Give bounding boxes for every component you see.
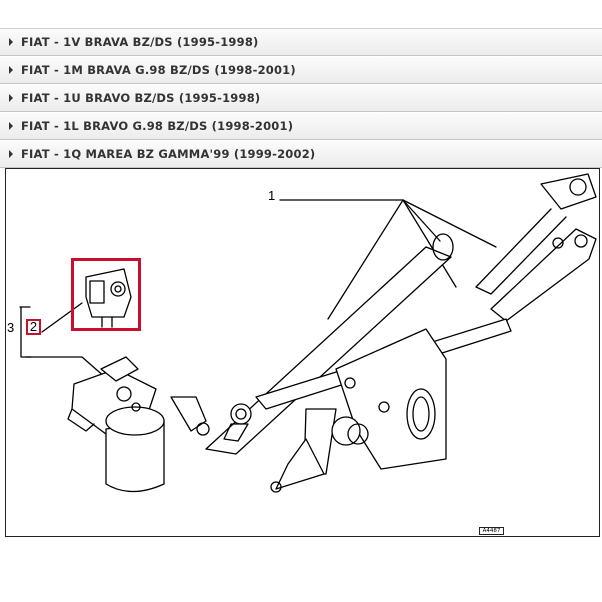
model-label: FIAT - 1Q MAREA BZ GAMMA'99 (1999-2002) — [21, 147, 316, 161]
callout-1: 1 — [268, 188, 276, 203]
model-row-1m-brava[interactable]: FIAT - 1M BRAVA G.98 BZ/DS (1998-2001) — [0, 56, 602, 84]
model-row-1v-brava[interactable]: FIAT - 1V BRAVA BZ/DS (1995-1998) — [0, 28, 602, 56]
parts-diagram: 1 3 2 A4487 — [5, 168, 600, 537]
callout-3: 3 — [7, 320, 15, 335]
expand-arrow-icon — [9, 122, 13, 130]
callout-2-badge[interactable]: 2 — [26, 319, 41, 335]
highlight-box-part-2[interactable] — [71, 258, 141, 331]
model-label: FIAT - 1V BRAVA BZ/DS (1995-1998) — [21, 35, 259, 49]
reference-code: A4487 — [479, 527, 504, 535]
model-label: FIAT - 1U BRAVO BZ/DS (1995-1998) — [21, 91, 261, 105]
expand-arrow-icon — [9, 38, 13, 46]
expand-arrow-icon — [9, 94, 13, 102]
model-row-1l-bravo[interactable]: FIAT - 1L BRAVO G.98 BZ/DS (1998-2001) — [0, 112, 602, 140]
model-label: FIAT - 1L BRAVO G.98 BZ/DS (1998-2001) — [21, 119, 294, 133]
expand-arrow-icon — [9, 150, 13, 158]
model-row-1u-bravo[interactable]: FIAT - 1U BRAVO BZ/DS (1995-1998) — [0, 84, 602, 112]
wiper-linkage-drawing — [19, 173, 597, 493]
expand-arrow-icon — [9, 66, 13, 74]
model-list: FIAT - 1V BRAVA BZ/DS (1995-1998) FIAT -… — [0, 28, 602, 168]
model-row-1q-marea[interactable]: FIAT - 1Q MAREA BZ GAMMA'99 (1999-2002) — [0, 140, 602, 168]
model-label: FIAT - 1M BRAVA G.98 BZ/DS (1998-2001) — [21, 63, 296, 77]
